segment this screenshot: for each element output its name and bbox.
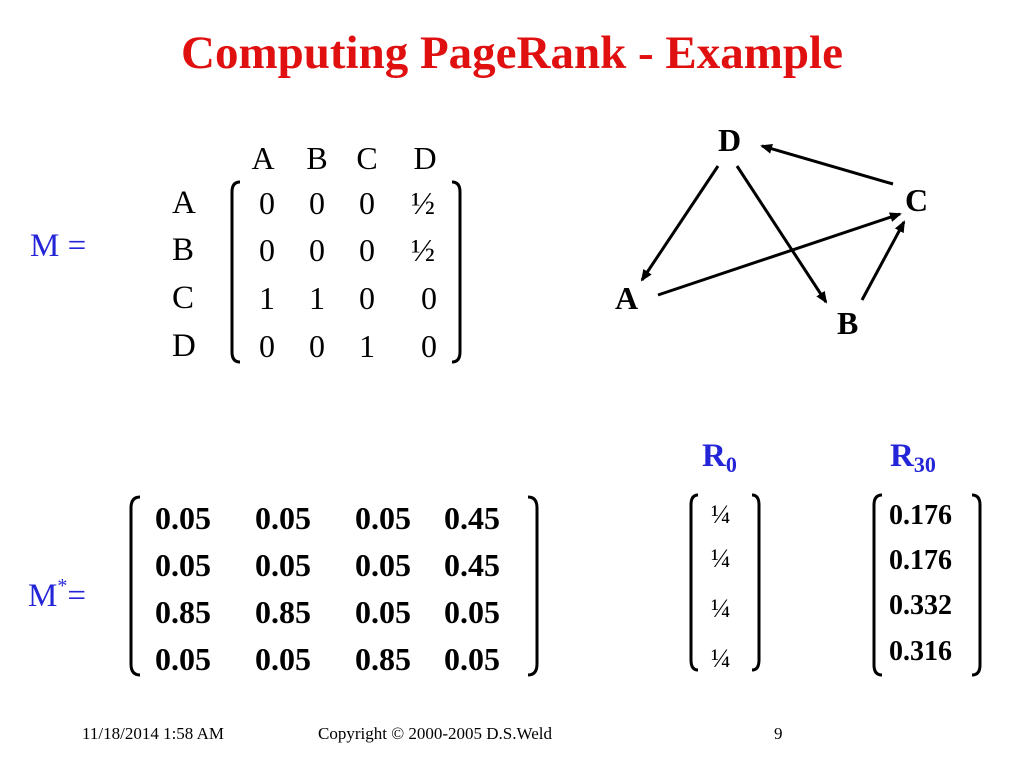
vector-r0-label: R0 [702,438,737,478]
matrix-m-star-label-sup: * [57,575,68,597]
vector-r30-cell: 0.176 [889,545,952,576]
matrix-m-star-cell: 0.05 [155,641,211,677]
matrix-m-star-cell: 0.05 [444,594,500,630]
matrix-m-col-header: C [356,140,378,176]
matrix-m-star-cell: 0.45 [444,547,500,583]
matrix-m-star-cell: 0.45 [444,500,500,536]
vector-r30-cell: 0.316 [889,636,952,667]
matrix-m-cell: 0 [359,280,375,316]
graph-edge-d-to-b [735,165,828,304]
matrix-m-col-header: B [306,140,328,176]
matrix-m-cell: 1 [309,280,325,316]
matrix-m-col-header: D [413,140,437,176]
matrix-m-star-cell: 0.05 [255,500,311,536]
matrix-m-cell: 1 [359,328,375,364]
graph-edge-a-to-c [657,212,902,297]
vector-r30-label-sub: 30 [913,452,936,477]
vector-r30-cell: 0.332 [889,590,952,621]
vector-r0-cell: ¼ [711,644,731,673]
matrix-m-row-header: B [172,232,195,268]
matrix-m-cell: 0 [259,185,275,221]
matrix-m-star-label-base: M [28,578,58,614]
graph-node-d: D [718,122,742,158]
matrix-m-star-cell: 0.05 [255,547,311,583]
matrix-m-star-label-eq: = [67,578,86,614]
matrix-m-star-cell: 0.05 [355,500,411,536]
matrix-m-row-header: C [172,280,195,316]
matrix-m-star-cell: 0.05 [155,500,211,536]
graph-edge-b-to-c [860,220,906,301]
footer-date: 11/18/2014 1:58 AM [82,724,224,743]
graph-node-a: A [615,280,639,316]
matrix-m-cell: 0 [259,328,275,364]
matrix-m-label: M = [30,228,87,264]
matrix-m-cell: 0 [421,280,437,316]
matrix-m-star-left-bracket [129,495,141,677]
vector-r30-left-bracket [872,493,883,677]
matrix-m-cell: 0 [259,232,275,268]
vector-r30-right-bracket [971,493,982,677]
matrix-m-left-bracket [230,180,241,364]
footer-page-number: 9 [774,724,783,743]
graph-node-c: C [905,182,929,218]
matrix-m-cell: 0 [359,232,375,268]
matrix-m-right-bracket [451,180,462,364]
matrix-m-star-cell: 0.05 [355,547,411,583]
matrix-m-cell: 0 [309,232,325,268]
matrix-m-cell: 0 [359,185,375,221]
vector-r0-right-bracket [751,493,761,672]
graph-edge-d-to-a [640,165,720,282]
matrix-m-star-cell: 0.05 [255,641,311,677]
matrix-m-star-cell: 0.85 [355,641,411,677]
matrix-m-row-header: D [172,328,196,364]
matrix-m-star-cell: 0.05 [355,594,411,630]
vector-r30-cell: 0.176 [889,500,952,531]
slide-title: Computing PageRank - Example [181,27,843,79]
vector-r0-cell: ¼ [711,594,731,623]
matrix-m-row-header: A [172,185,196,221]
matrix-m-cell: ½ [411,185,435,221]
matrix-m-cell: ½ [411,232,435,268]
matrix-m-star-cell: 0.85 [255,594,311,630]
vector-r0-left-bracket [689,493,699,672]
matrix-m-star-right-bracket [527,495,539,677]
matrix-m-cell: 1 [259,280,275,316]
matrix-m-cell: 0 [421,328,437,364]
matrix-m-star-cell: 0.85 [155,594,211,630]
matrix-m-star-label: M*= [28,575,86,615]
matrix-m-cell: 0 [309,185,325,221]
graph-node-b: B [837,305,859,341]
vector-r0-label-sub: 0 [725,452,737,477]
matrix-m-col-header: A [251,140,275,176]
vector-r0-cell: ¼ [711,500,731,529]
vector-r30-label-base: R [890,438,914,474]
matrix-m-cell: 0 [309,328,325,364]
vector-r0-cell: ¼ [711,544,731,573]
vector-r0-label-base: R [702,438,726,474]
footer-copyright: Copyright © 2000-2005 D.S.Weld [318,724,552,743]
matrix-m-star-cell: 0.05 [155,547,211,583]
vector-r30-label: R30 [890,438,936,478]
matrix-m-star-cell: 0.05 [444,641,500,677]
graph-edge-c-to-d [760,143,894,186]
